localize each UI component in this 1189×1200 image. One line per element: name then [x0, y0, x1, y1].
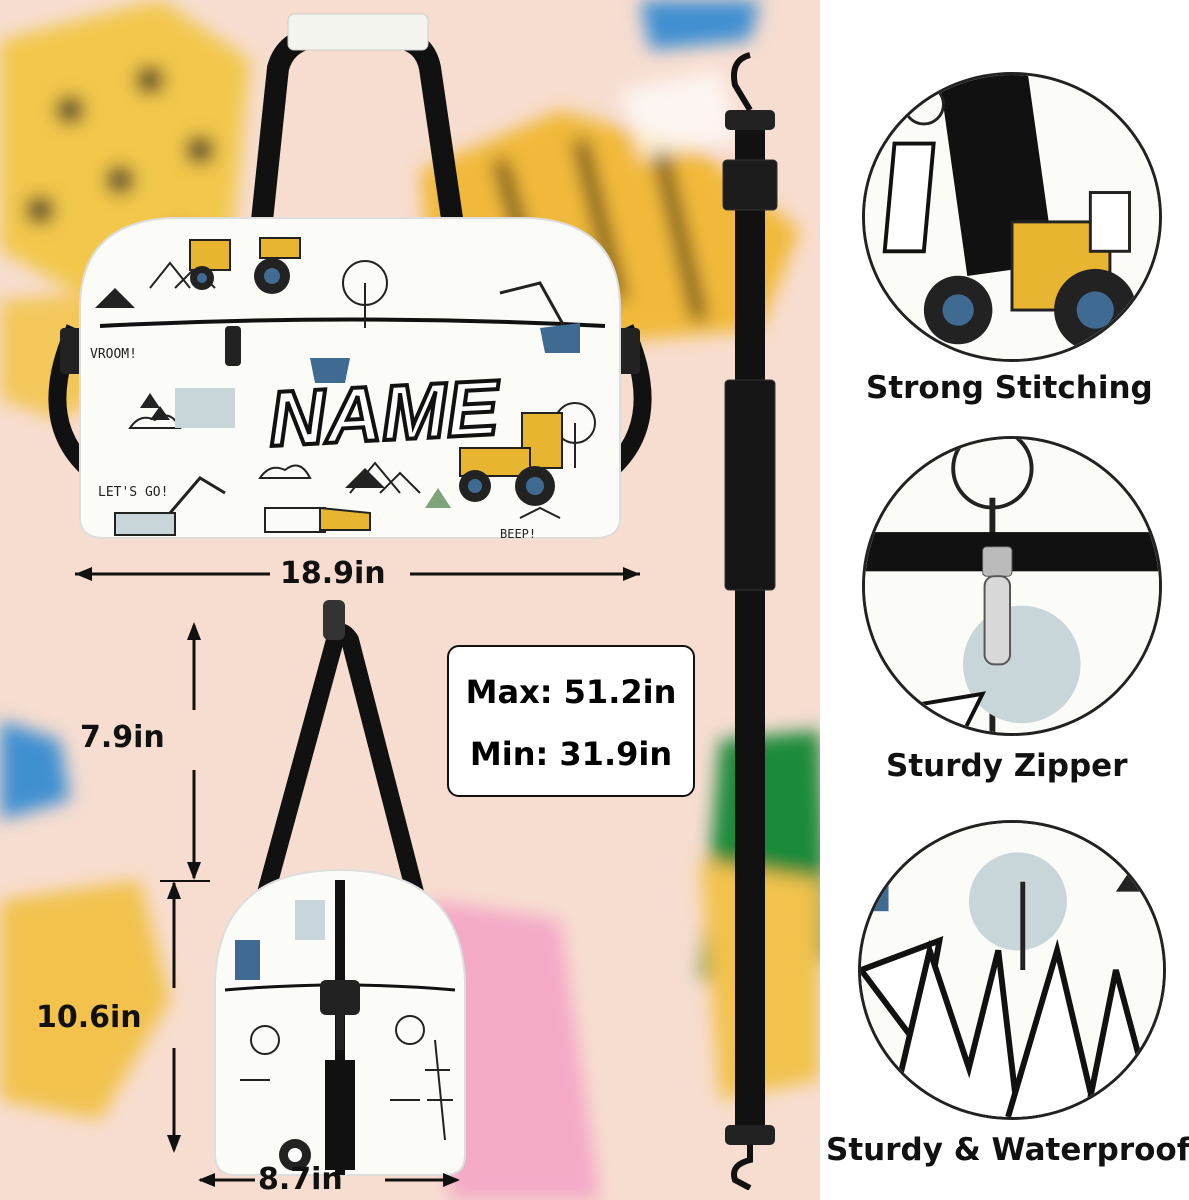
strap-length-box: Max: 51.2in Min: 31.9in	[447, 645, 695, 797]
pattern-text-beep: BEEP!	[500, 527, 536, 541]
feature-circle-stitching	[862, 72, 1162, 362]
depth-arrow	[198, 1173, 460, 1187]
feature-circle-zipper	[862, 436, 1162, 736]
strap-drop-arrow	[187, 622, 201, 880]
height-label: 10.6in	[36, 1000, 142, 1035]
feature-label-stitching: Strong Stitching	[866, 370, 1153, 406]
feature-label-waterproof: Sturdy & Waterproof	[826, 1132, 1189, 1168]
bag-front-image: NAME VROOM! LET'S GO! BEEP!	[48, 13, 652, 541]
strap-min-label: Min: 31.9in	[469, 735, 673, 773]
feature-circle-waterproof	[858, 820, 1166, 1120]
pattern-text-letsgo: LET'S GO!	[98, 485, 168, 500]
height-arrow	[160, 880, 210, 1153]
depth-label: 8.7in	[258, 1162, 343, 1197]
shoulder-strap-image	[722, 52, 778, 1190]
strap-drop-label: 7.9in	[80, 720, 165, 755]
name-print: NAME	[267, 363, 503, 463]
bag-side-image	[214, 600, 466, 1176]
width-arrow	[75, 567, 640, 581]
feature-label-zipper: Sturdy Zipper	[886, 748, 1128, 784]
pattern-text-vroom: VROOM!	[90, 347, 137, 362]
strap-max-label: Max: 51.2in	[465, 673, 677, 711]
width-label: 18.9in	[280, 556, 386, 591]
